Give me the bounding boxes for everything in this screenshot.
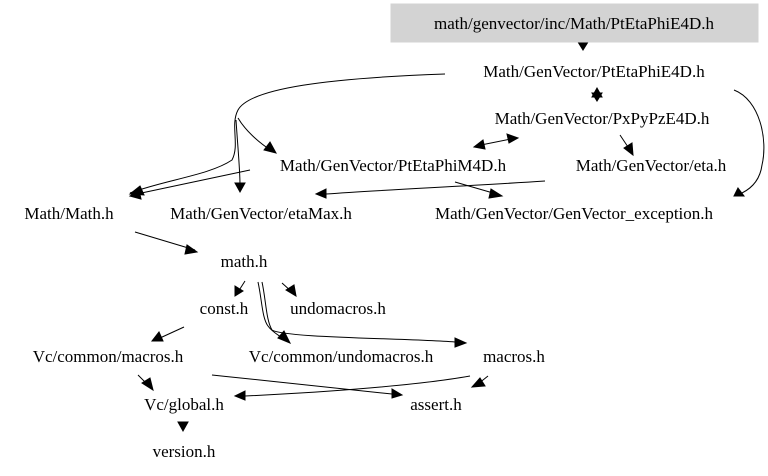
edge-macros-h-to-assert-h-arrowhead — [470, 377, 486, 388]
node-root[interactable]: math/genvector/inc/Math/PtEtaPhiE4D.h — [390, 3, 759, 43]
edge-pxpypze4d-to-eta-arrowhead — [623, 142, 634, 157]
edge-ptetaphie4d-to-etamax-arrowhead — [234, 182, 246, 194]
node-assert-h[interactable]: assert.h — [410, 395, 462, 414]
edge-math-h-to-macros-h — [261, 281, 456, 343]
edge-macros-h-to-vc-global-arrowhead — [233, 390, 246, 401]
node-pxpypze4d[interactable]: Math/GenVector/PxPyPzE4D.h — [495, 109, 710, 128]
edge-eta-to-etamax-arrowhead — [314, 188, 327, 199]
edge-ptetaphim4d-to-mathmath — [131, 169, 251, 196]
edge-ptetaphim4d-to-genvector-exception-arrowhead — [488, 188, 504, 199]
node-ptetaphim4d[interactable]: Math/GenVector/PtEtaPhiM4D.h — [280, 156, 507, 175]
edge-ptetaphim4d-to-mathmath-arrowhead — [128, 189, 142, 200]
edge-root-to-ptetaphie4d-arrowhead — [577, 41, 589, 51]
node-etamax[interactable]: Math/GenVector/etaMax.h — [170, 204, 352, 223]
node-version-h[interactable]: version.h — [153, 442, 216, 461]
edge-macros-h-to-vc-global — [244, 375, 471, 397]
edge-ptetaphie4d-to-genvector-exception-arrowhead — [733, 187, 745, 197]
node-mathmath[interactable]: Math/Math.h — [24, 204, 114, 223]
node-undomacros-h[interactable]: undomacros.h — [290, 299, 386, 318]
edge-ptetaphie4d-to-ptetaphim4d-arrowhead — [263, 141, 277, 154]
edge-ptetaphim4d-to-pxpypze4d-arrowhead — [506, 133, 520, 144]
edge-pxpypze4d-to-ptetaphim4d-arrowhead — [472, 139, 486, 150]
node-root-label: math/genvector/inc/Math/PtEtaPhiE4D.h — [434, 14, 714, 33]
node-vc-undomacros[interactable]: Vc/common/undomacros.h — [249, 347, 434, 366]
edge-mathmath-to-math-h — [134, 231, 196, 251]
edge-math-h-to-undomacros-h-arrowhead — [285, 284, 297, 297]
edge-pxpypze4d-to-ptetaphie4d-arrowhead — [591, 86, 603, 98]
node-macros-h[interactable]: macros.h — [483, 347, 545, 366]
node-vc-macros[interactable]: Vc/common/macros.h — [33, 347, 184, 366]
edge-const-h-to-vc-macros-arrowhead — [150, 331, 164, 342]
edge-math-h-to-vc-undomacros-arrowhead — [277, 330, 292, 344]
edge-math-h-to-const-h-arrowhead — [234, 285, 244, 297]
edge-math-h-to-vc-undomacros — [257, 281, 286, 341]
edge-math-h-to-macros-h-arrowhead — [454, 337, 468, 348]
node-vc-global[interactable]: Vc/global.h — [144, 395, 224, 414]
node-ptetaphie4d[interactable]: Math/GenVector/PtEtaPhiE4D.h — [483, 62, 705, 81]
edges — [128, 41, 765, 433]
edge-ptetaphie4d-to-mathmath — [129, 73, 446, 194]
edge-ptetaphie4d-to-etamax — [235, 119, 241, 186]
edge-vc-macros-to-assert-h-arrowhead — [391, 388, 404, 399]
edge-vc-macros-to-vc-global-arrowhead — [141, 377, 154, 392]
edge-const-h-to-vc-macros — [159, 326, 185, 339]
edge-vc-macros-to-assert-h — [211, 374, 393, 395]
edge-ptetaphie4d-to-genvector-exception — [733, 89, 765, 194]
edge-eta-to-etamax — [325, 180, 546, 195]
node-math-h[interactable]: math.h — [221, 252, 268, 271]
node-genvector-exception[interactable]: Math/GenVector/GenVector_exception.h — [435, 204, 714, 223]
edge-mathmath-to-math-h-arrowhead — [184, 244, 199, 255]
edge-vc-global-to-version-h-arrowhead — [177, 421, 189, 433]
node-eta[interactable]: Math/GenVector/eta.h — [576, 156, 727, 175]
node-root-highlight — [390, 3, 759, 43]
nodes: math/genvector/inc/Math/PtEtaPhiE4D.h Ma… — [24, 3, 759, 461]
node-const-h[interactable]: const.h — [200, 299, 249, 318]
